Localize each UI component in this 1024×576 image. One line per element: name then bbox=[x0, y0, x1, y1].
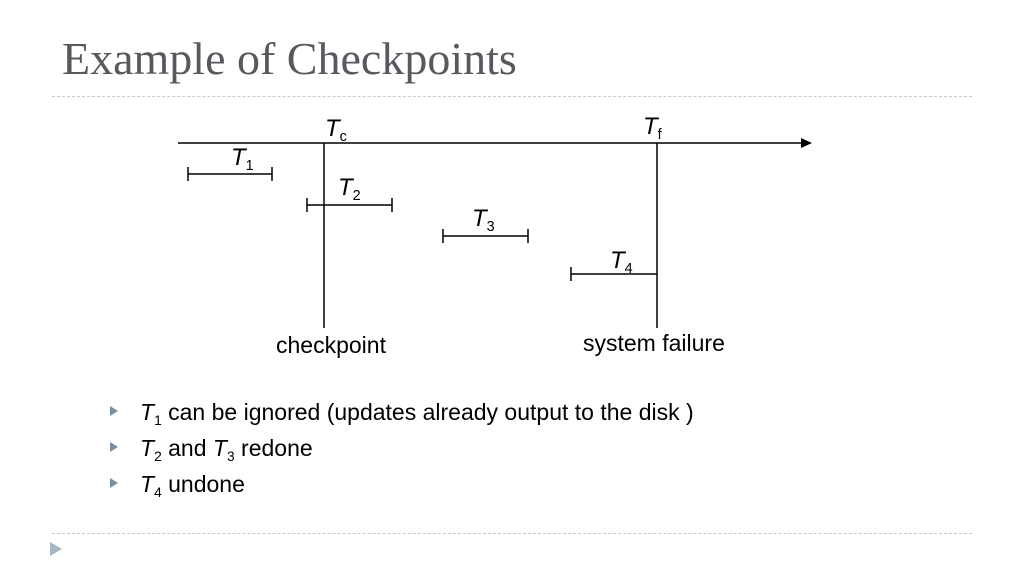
bullet-marker-icon bbox=[110, 442, 118, 452]
system-failure-caption: system failure bbox=[583, 330, 725, 356]
tc-label: Tc bbox=[325, 115, 347, 146]
checkpoint-caption: checkpoint bbox=[276, 332, 386, 358]
bullet-list: T1 can be ignored (updates already outpu… bbox=[108, 394, 694, 502]
t3-label: T3 bbox=[472, 205, 495, 236]
title-divider bbox=[52, 96, 972, 97]
axis-arrowhead bbox=[801, 138, 812, 148]
t1-label: T1 bbox=[231, 144, 254, 175]
bullet-item-t1: T1 can be ignored (updates already outpu… bbox=[108, 394, 694, 430]
t2-label: T2 bbox=[338, 174, 361, 205]
bullet-marker-icon bbox=[110, 406, 118, 416]
slide-title: Example of Checkpoints bbox=[62, 33, 517, 84]
footer-divider bbox=[52, 533, 972, 534]
bullet-item-t4: T4 undone bbox=[108, 466, 694, 502]
bullet-item-t2-t3: T2 and T3 redone bbox=[108, 430, 694, 466]
tf-label: Tf bbox=[643, 113, 662, 144]
bullet-marker-icon bbox=[110, 478, 118, 488]
t4-label: T4 bbox=[610, 247, 633, 278]
next-slide-arrow-icon[interactable] bbox=[50, 542, 62, 556]
